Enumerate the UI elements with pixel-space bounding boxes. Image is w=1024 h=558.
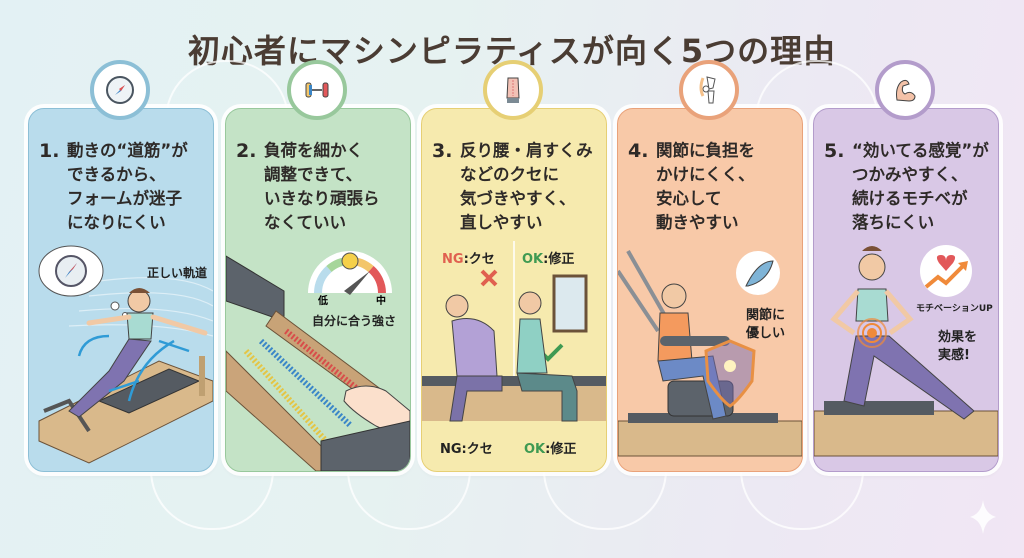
flexed-arm-icon [875,60,935,120]
connector-arc [543,468,667,530]
core-activation-illustration: モチベーションUP 効果を 実感! [814,245,998,457]
heading-line: などのクセに [460,165,559,184]
ng-figure [445,294,503,422]
heading-line: 安心して [656,189,722,208]
card-heading: 4. 関節に負担を かけにくく、 安心して 動きやすい [628,139,798,235]
card-heading: 3. 反り腰・肩すくみ などのクセに 気づきやすく、 直しやすい [432,139,602,235]
motivation-label: モチベーションUP [916,303,993,314]
gauge-high-label: 中 [376,294,386,307]
thought-bubble [38,245,128,318]
heading-line: なくていい [264,213,347,232]
woman-figure [68,288,208,418]
heading-line: 落ちにくい [852,213,935,232]
reason-card-4: 4. 関節に負担を かけにくく、 安心して 動きやすい 関節に 優しい [617,108,803,472]
connector-arc [347,468,471,530]
thought-label: 正しい軌道 [147,265,207,280]
back-posture-icon [483,60,543,120]
heading-line: 動きやすい [656,213,739,232]
card-number: 4. [628,140,649,162]
card-number: 1. [39,140,60,162]
card-heading: 5. “効いてる感覚”が つかみやすく、 続けるモチベが 落ちにくい [824,139,994,235]
reason-card-3: 3. 反り腰・肩すくみ などのクセに 気づきやすく、 直しやすい NG:クセ O… [421,108,607,472]
reformer [38,356,213,464]
joint-friendly-illustration: 関節に 優しい [618,250,802,457]
ok-figure [516,291,578,422]
card-heading: 2. 負荷を細かく 調整できて、 いきなり頑張ら なくていい [236,139,406,235]
heading-line: になりにくい [67,213,166,232]
core-glow [857,318,887,348]
dumbbell-icon [287,60,347,120]
joint-caption: 優しい [745,325,785,341]
sparkle-icon [970,500,996,534]
heading-line: いきなり頑張ら [264,189,380,208]
heading-line: 動きの“道筋”が [67,141,188,160]
shield [704,339,756,408]
heading-line: 直しやすい [460,213,543,232]
heading-line: つかみやすく、 [852,165,968,184]
effect-label: 実感! [938,347,970,363]
posture-comparison-illustration: NG:クセ OK:修正 NG:クセ OK:修正 [422,241,606,457]
heading-line: かけにくく、 [656,165,755,184]
heading-line: “効いてる感覚”が [852,141,989,160]
heading-line: 負荷を細かく [264,141,363,160]
connector-arc [150,468,274,530]
spring-adjustment-illustration: 低 中 自分に合う強さ [226,251,410,471]
joint-caption: 関節に [746,307,785,323]
heading-line: フォームが迷子 [67,189,183,208]
svg-text:NG:クセ: NG:クセ [442,252,495,267]
heading-line: 関節に負担を [656,141,755,160]
compass-icon [90,60,150,120]
card-number: 3. [432,140,453,162]
reformer-arm-illustration: 正しい軌道 [38,245,213,464]
reason-card-5: 5. “効いてる感覚”が つかみやすく、 続けるモチベが 落ちにくい モチベーシ… [813,108,999,472]
knee-joint-icon [679,60,739,120]
heading-line: できるから、 [67,165,166,184]
gauge-caption: 自分に合う強さ [312,313,396,328]
reason-card-2: 2. 負荷を細かく 調整できて、 いきなり頑張ら なくていい 低 中 [225,108,411,472]
gauge: 低 中 [308,251,392,307]
svg-text:OK:修正: OK:修正 [522,251,574,267]
gauge-low-label: 低 [317,294,328,307]
heading-line: 続けるモチベが [852,189,968,208]
card-number: 2. [236,140,257,162]
reason-card-1: 1. 動きの“道筋”が できるから、 フォームが迷子 になりにくい [28,108,214,472]
effect-label: 効果を [938,329,977,345]
svg-text:OK:修正: OK:修正 [524,441,576,457]
ng-label-bottom: NG:クセ [440,442,493,457]
heading-line: 調整できて、 [264,165,363,184]
card-number: 5. [824,140,845,162]
connector-arc [740,468,864,530]
card-heading: 1. 動きの“道筋”が できるから、 フォームが迷子 になりにくい [39,139,209,235]
heading-line: 反り腰・肩すくみ [460,141,593,160]
heading-line: 気づきやすく、 [460,189,576,208]
